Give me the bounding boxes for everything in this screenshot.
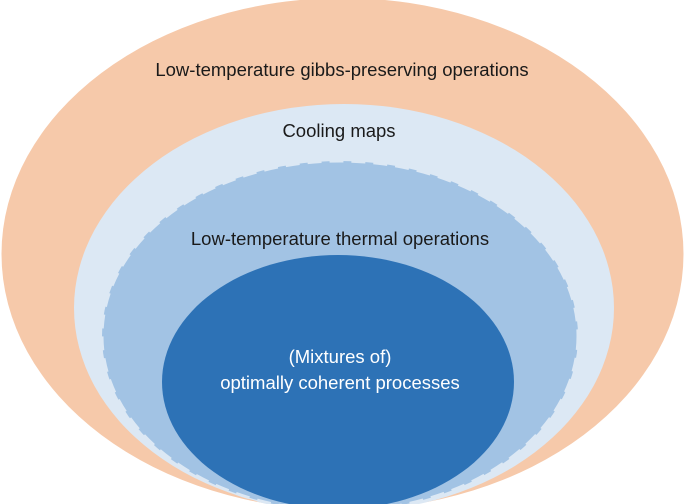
- label-gibbs-preserving-operations: Low-temperature gibbs-preserving operati…: [155, 59, 528, 80]
- label-mixtures-of: (Mixtures of): [289, 346, 392, 367]
- set-optimally-coherent-processes: [162, 255, 514, 504]
- label-optimally-coherent-processes: optimally coherent processes: [220, 372, 460, 393]
- label-thermal-operations: Low-temperature thermal operations: [191, 228, 489, 249]
- label-cooling-maps: Cooling maps: [282, 120, 395, 141]
